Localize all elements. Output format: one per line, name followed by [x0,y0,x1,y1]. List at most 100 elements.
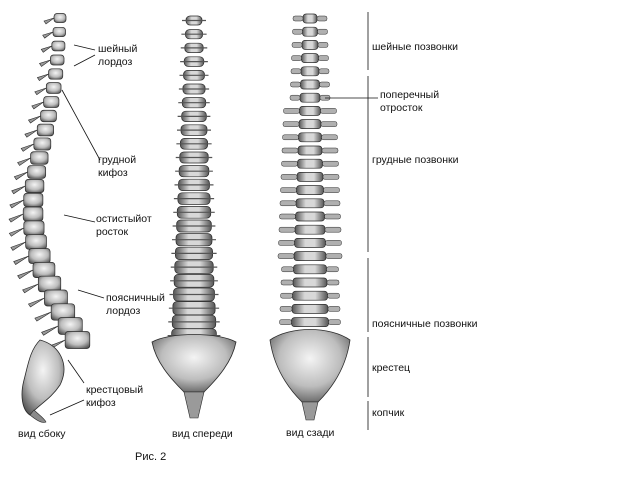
label-sacral-kyphosis: крестцовый кифоз [86,384,144,409]
back-transverse-process-right [316,15,328,22]
back-transverse-process-left [289,94,301,101]
side-vertebra [28,248,51,264]
back-transverse-process-left [291,42,303,48]
side-spinous-process [34,311,52,322]
back-vertebra [291,304,329,314]
side-spinous-process [11,185,26,195]
back-vertebra [296,172,324,182]
back-vertebra [296,185,324,195]
back-transverse-process-left [278,226,296,233]
label-cervical-lordosis: шейный лордоз [98,43,138,68]
side-vertebra [33,137,52,151]
back-transverse-process-left [280,174,298,180]
back-transverse-process-left [281,147,299,154]
leader-cervical-lordosis-2 [73,54,96,67]
back-transverse-process-right [319,81,330,88]
back-transverse-process-right [323,200,341,207]
back-transverse-process-left [280,279,294,286]
side-vertebra [23,220,45,236]
side-vertebra [32,262,56,279]
leader-lumbar-lordosis [77,289,105,299]
back-transverse-process-right [325,240,342,246]
back-transverse-process-right [326,279,340,286]
front-view-spine [151,15,237,419]
side-spinous-process [8,213,24,223]
back-transverse-process-right [327,306,341,312]
back-transverse-process-left [279,213,296,220]
back-vertebra [299,92,321,103]
back-transverse-process-left [281,266,294,273]
side-vertebra [23,192,44,208]
figure-caption: Рис. 2 [135,451,167,463]
back-transverse-process-left [280,292,293,299]
back-transverse-process-right [320,108,337,114]
front-coccyx [183,391,205,419]
back-transverse-process-left [278,240,295,246]
front-sacrum [151,334,237,393]
leader-spinous-process [63,214,96,223]
side-vertebra [27,165,47,179]
side-spinous-process [9,199,24,209]
back-vertebra [293,251,327,261]
back-transverse-process-right [321,134,338,141]
back-vertebra [297,158,323,169]
back-transverse-process-right [322,160,339,167]
back-coccyx [301,401,319,421]
label-sacrum: крестец [372,362,411,374]
label-spinous-process: остистыйот росток [96,213,152,238]
back-transverse-process-right [321,147,339,154]
leader-cervical-lordosis [73,44,96,51]
back-vertebra [300,79,320,90]
back-transverse-process-left [282,134,299,141]
back-transverse-process-right [324,226,342,233]
back-vertebra [301,53,319,63]
side-coccyx [29,409,47,423]
side-spinous-process [42,31,54,39]
back-transverse-process-right [318,68,330,75]
side-vertebra [36,123,54,137]
side-sacrum [21,339,65,416]
side-vertebra [43,96,60,108]
back-transverse-process-left [279,306,293,312]
back-transverse-process-left [277,253,295,259]
side-spinous-process [10,241,26,251]
back-view-spine [269,13,351,421]
back-transverse-process-left [291,55,302,61]
leader-sacral-kyphosis-2 [49,399,85,416]
side-spinous-process [41,325,59,336]
back-vertebra [300,66,320,77]
view-label-side: вид сбоку [18,428,66,440]
back-vertebra [292,277,328,288]
back-vertebra [298,132,322,143]
back-vertebra [302,26,318,37]
back-transverse-process-right [322,174,340,180]
side-vertebra [30,151,49,165]
back-vertebra [293,264,327,275]
back-vertebra [298,119,322,129]
side-vertebra [53,13,67,23]
side-vertebra [37,275,62,293]
back-transverse-process-left [282,121,300,127]
side-vertebra [25,234,47,250]
side-spinous-process [40,45,53,53]
back-vertebra [297,145,323,156]
label-thoracic-vertebrae: грудные позвонки [372,154,459,166]
back-transverse-process-right [327,292,340,299]
side-spinous-process [43,17,55,25]
side-spinous-process [34,87,47,96]
back-transverse-process-left [279,200,297,207]
back-transverse-process-right [318,55,329,61]
back-transverse-process-left [281,160,298,167]
back-transverse-process-right [317,42,329,48]
back-vertebra [292,290,328,301]
leader-thoracic-kyphosis [61,89,101,161]
back-transverse-process-left [283,108,300,114]
back-vertebra [294,238,326,248]
side-spinous-process [22,283,39,294]
side-spinous-process [17,269,34,280]
side-spinous-process [24,129,38,138]
side-spinous-process [27,297,45,308]
back-transverse-process-left [290,68,302,75]
back-transverse-process-left [280,187,297,193]
